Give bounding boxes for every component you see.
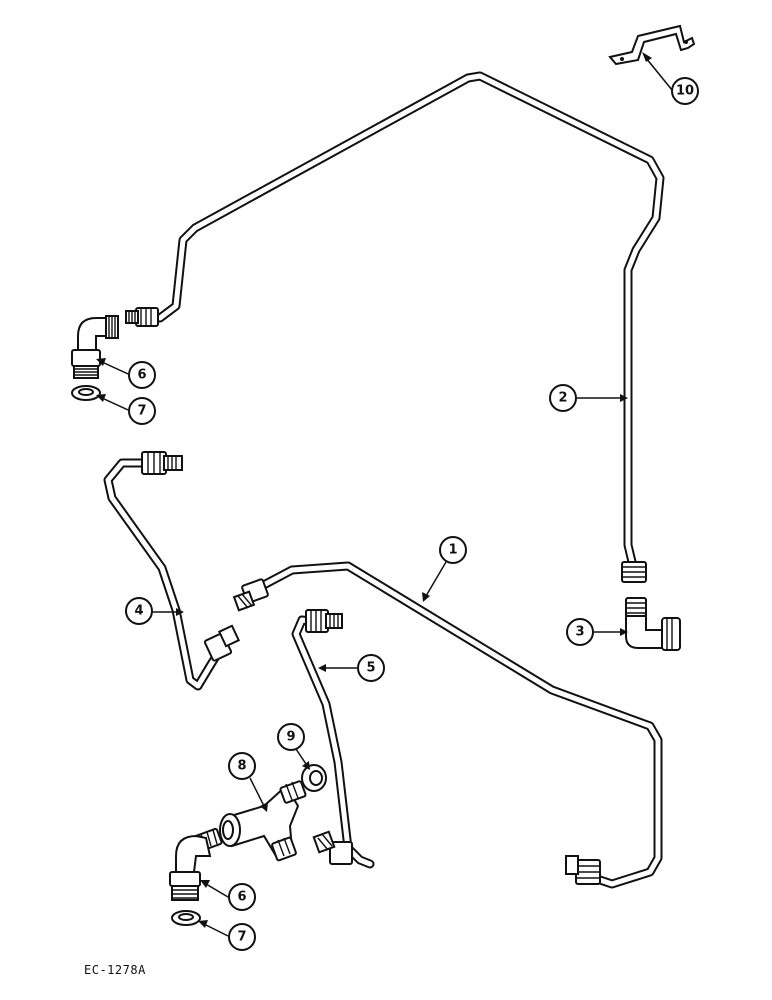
callout-2: 2 bbox=[549, 384, 577, 412]
clip-part-10 bbox=[608, 24, 696, 66]
callout-6-lower: 6 bbox=[228, 883, 256, 911]
callout-5-label: 5 bbox=[366, 661, 375, 676]
callout-3: 3 bbox=[566, 618, 594, 646]
callout-4: 4 bbox=[125, 597, 153, 625]
callout-1-label: 1 bbox=[448, 543, 457, 558]
callout-10-label: 10 bbox=[676, 84, 694, 99]
seal-part-9 bbox=[301, 764, 327, 792]
callout-7-lower-label: 7 bbox=[237, 930, 246, 945]
callout-6-upper: 6 bbox=[128, 361, 156, 389]
callout-6-upper-label: 6 bbox=[137, 368, 146, 383]
callout-9-label: 9 bbox=[286, 730, 295, 745]
callout-7-upper-label: 7 bbox=[137, 404, 146, 419]
callout-7-lower: 7 bbox=[228, 923, 256, 951]
tube-part-5 bbox=[291, 609, 375, 869]
callout-10: 10 bbox=[671, 77, 699, 105]
drawing-reference-code: EC-1278A bbox=[84, 963, 146, 977]
callout-8-label: 8 bbox=[237, 759, 246, 774]
callout-8: 8 bbox=[228, 752, 256, 780]
callout-6-lower-label: 6 bbox=[237, 890, 246, 905]
elbow-fitting-6-lower bbox=[169, 827, 223, 901]
washer-part-7-upper bbox=[71, 385, 101, 401]
callout-3-label: 3 bbox=[575, 625, 584, 640]
callout-7-upper: 7 bbox=[128, 397, 156, 425]
tube-part-1 bbox=[232, 561, 663, 889]
leader-lines bbox=[96, 52, 673, 937]
callout-4-label: 4 bbox=[134, 604, 143, 619]
callout-5: 5 bbox=[357, 654, 385, 682]
tee-fitting-8 bbox=[219, 780, 307, 862]
elbow-fitting-6-upper bbox=[71, 315, 119, 379]
callout-9: 9 bbox=[277, 723, 305, 751]
callout-2-label: 2 bbox=[558, 391, 567, 406]
tube-part-4 bbox=[103, 451, 241, 691]
tube-part-2 bbox=[125, 71, 665, 583]
washer-part-7-lower bbox=[171, 910, 201, 926]
elbow-fitting-3 bbox=[625, 597, 681, 651]
callout-1: 1 bbox=[439, 536, 467, 564]
